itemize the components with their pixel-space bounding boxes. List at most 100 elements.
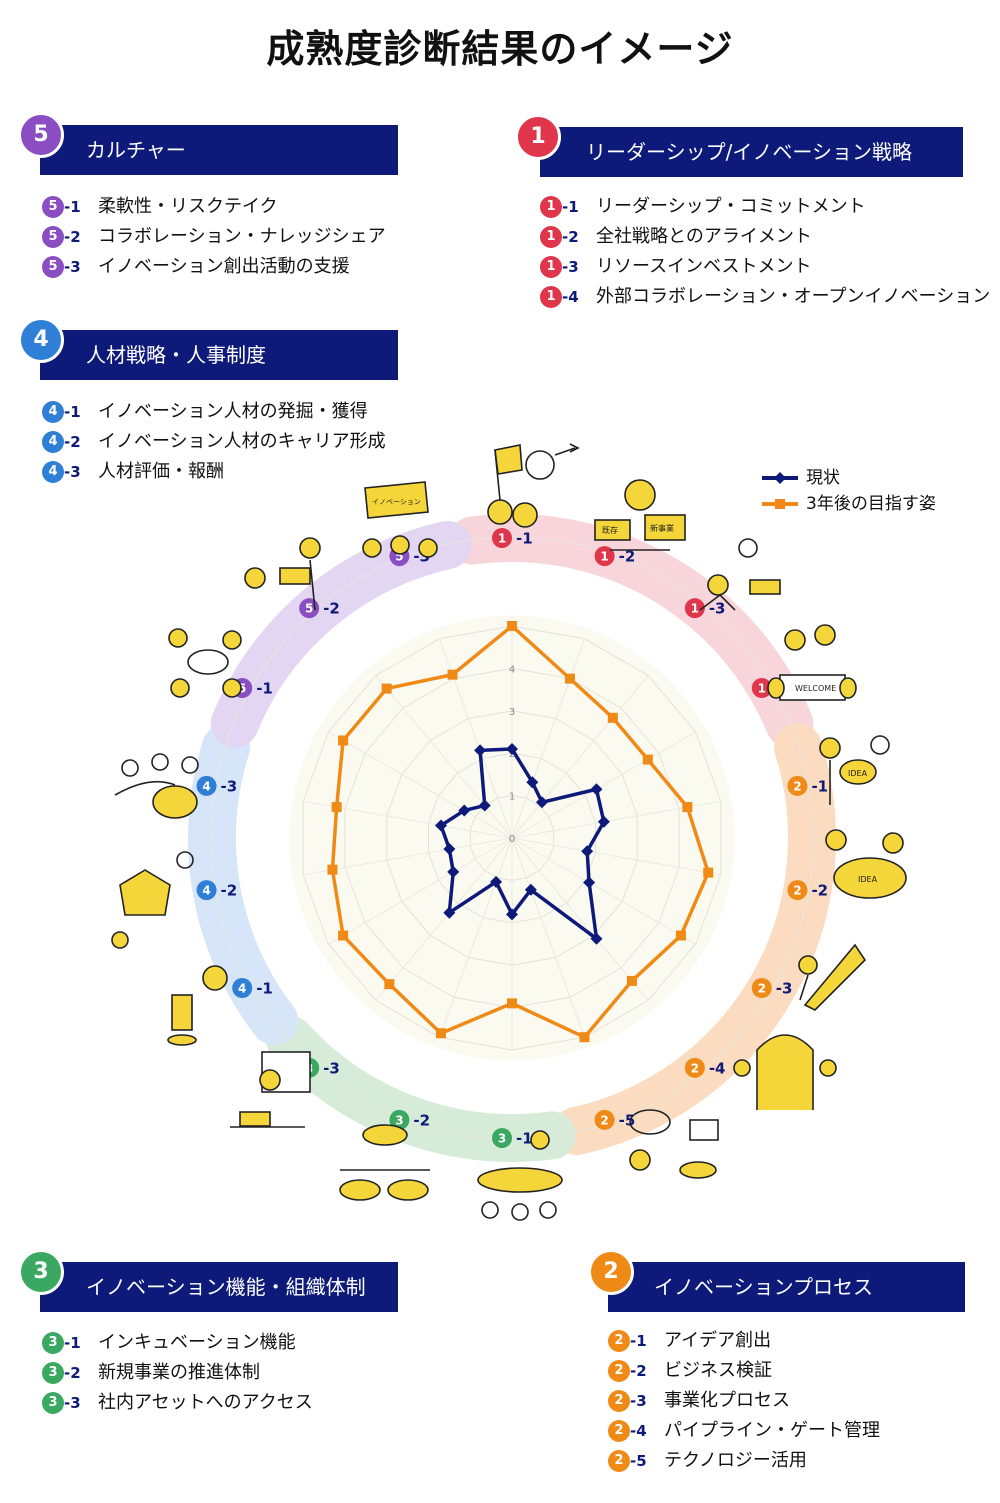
axis-badge [684, 598, 705, 619]
series-point-current [581, 845, 594, 858]
runners-illustration [699, 538, 781, 611]
series-point-target [338, 930, 349, 941]
tick-label: 0 [509, 834, 515, 845]
axis-label: 2 -2 [787, 880, 828, 901]
axis-badge-num: 2 [793, 779, 801, 793]
category-5-number: 5 [18, 112, 64, 158]
series-point-current [443, 906, 456, 919]
axis-badge-num: 3 [395, 1113, 403, 1127]
cake-illustration [594, 479, 686, 551]
axis-code: -3 [323, 1059, 340, 1077]
idea-label-2: IDEA [858, 875, 878, 884]
series-point-target [607, 712, 618, 723]
laptop-illustration [230, 1051, 311, 1128]
series-point-current [435, 819, 448, 832]
axis-badge-num: 2 [793, 884, 801, 898]
series-point-target [384, 979, 395, 990]
category-4-header: 人材戦略・人事制度 [40, 330, 398, 380]
grid-spoke [511, 837, 696, 945]
series-point-target [435, 1028, 446, 1039]
axis-badge-num: 2 [758, 982, 766, 996]
axis-badge [196, 775, 217, 796]
grid-spoke [328, 731, 513, 839]
axis-badge-num: 1 [600, 550, 608, 564]
welcome-desk-illustration [767, 624, 857, 701]
discussion-illustration [168, 628, 242, 698]
axis-code: -2 [413, 1111, 430, 1129]
grid-spoke [511, 837, 585, 1038]
axis-code: -2 [811, 882, 828, 900]
axis-code: -3 [776, 980, 793, 998]
axis-badge [389, 1109, 410, 1130]
axis-badge-num: 4 [202, 779, 210, 793]
axis-badge [196, 880, 217, 901]
axis-label: 4-1 [232, 978, 273, 998]
idea-cloud-illustration [825, 829, 907, 899]
gate-illustration [733, 1034, 837, 1110]
series-point-target [565, 673, 576, 684]
axis-badge-num: 3 [498, 1132, 506, 1146]
series-point-target [642, 754, 653, 765]
axis-badge [492, 528, 512, 548]
axis-badge-num: 4 [238, 982, 246, 996]
series-point-target [675, 930, 686, 941]
series-point-target [381, 683, 392, 694]
category-5-header: カルチャー [40, 125, 398, 175]
category-2-title: イノベーションプロセス [654, 1275, 873, 1299]
grid-spoke [511, 837, 649, 1001]
climb-illustration [798, 943, 867, 1011]
tick-label: 1 [509, 792, 515, 803]
series-point-current [597, 815, 610, 828]
category-5-title: カルチャー [86, 138, 186, 162]
handover-illustration [244, 537, 321, 611]
new-biz-label: 新事業 [650, 523, 674, 533]
series-point-current [458, 804, 471, 817]
axis-badge [594, 546, 615, 567]
axis-code: -3 [221, 777, 238, 795]
flag-team-illustration [487, 443, 580, 528]
trampoline-illustration [477, 1130, 563, 1221]
axis-badge-num: 1 [691, 602, 699, 616]
axis-label: 1-2 [594, 546, 635, 567]
category-1-header: リーダーシップ/イノベーション戦略 [540, 127, 963, 177]
series-point-current [590, 783, 603, 796]
rings-illustration [339, 1124, 430, 1201]
tick-label: 4 [509, 664, 515, 675]
grid-spoke [511, 731, 696, 839]
series-point-current [474, 744, 487, 757]
grid-spoke [375, 675, 513, 839]
axis-label: 4 -3 [196, 775, 238, 796]
axis-label: 2 -3 [751, 978, 793, 998]
star-chart-illustration [111, 851, 194, 949]
axis-badge [787, 775, 808, 796]
idea-bubble-illustration [819, 735, 890, 805]
axis-badge-num: 4 [202, 884, 210, 898]
category-1-title: リーダーシップ/イノベーション戦略 [586, 140, 912, 164]
axis-code: -2 [323, 600, 340, 618]
axis-label: 3 -2 [389, 1109, 430, 1130]
innovation-flag-illustration [362, 481, 438, 558]
chart-legend: 現状 3年後の目指す姿 [760, 465, 936, 517]
series-point-current [526, 776, 539, 789]
axis-code: -1 [811, 777, 828, 795]
series-point-current [506, 742, 518, 755]
axis-code: -3 [709, 600, 726, 618]
axis-badge [751, 678, 772, 698]
page-title: 成熟度診断結果のイメージ [266, 27, 734, 71]
category-3-title: イノベーション機能・組織体制 [86, 1275, 366, 1299]
axis-label: 1 -3 [684, 598, 726, 619]
axis-badge [492, 1128, 512, 1148]
category-4-number: 4 [18, 317, 64, 363]
grid-spoke [303, 837, 513, 876]
axis-label: 4-2 [196, 880, 237, 901]
